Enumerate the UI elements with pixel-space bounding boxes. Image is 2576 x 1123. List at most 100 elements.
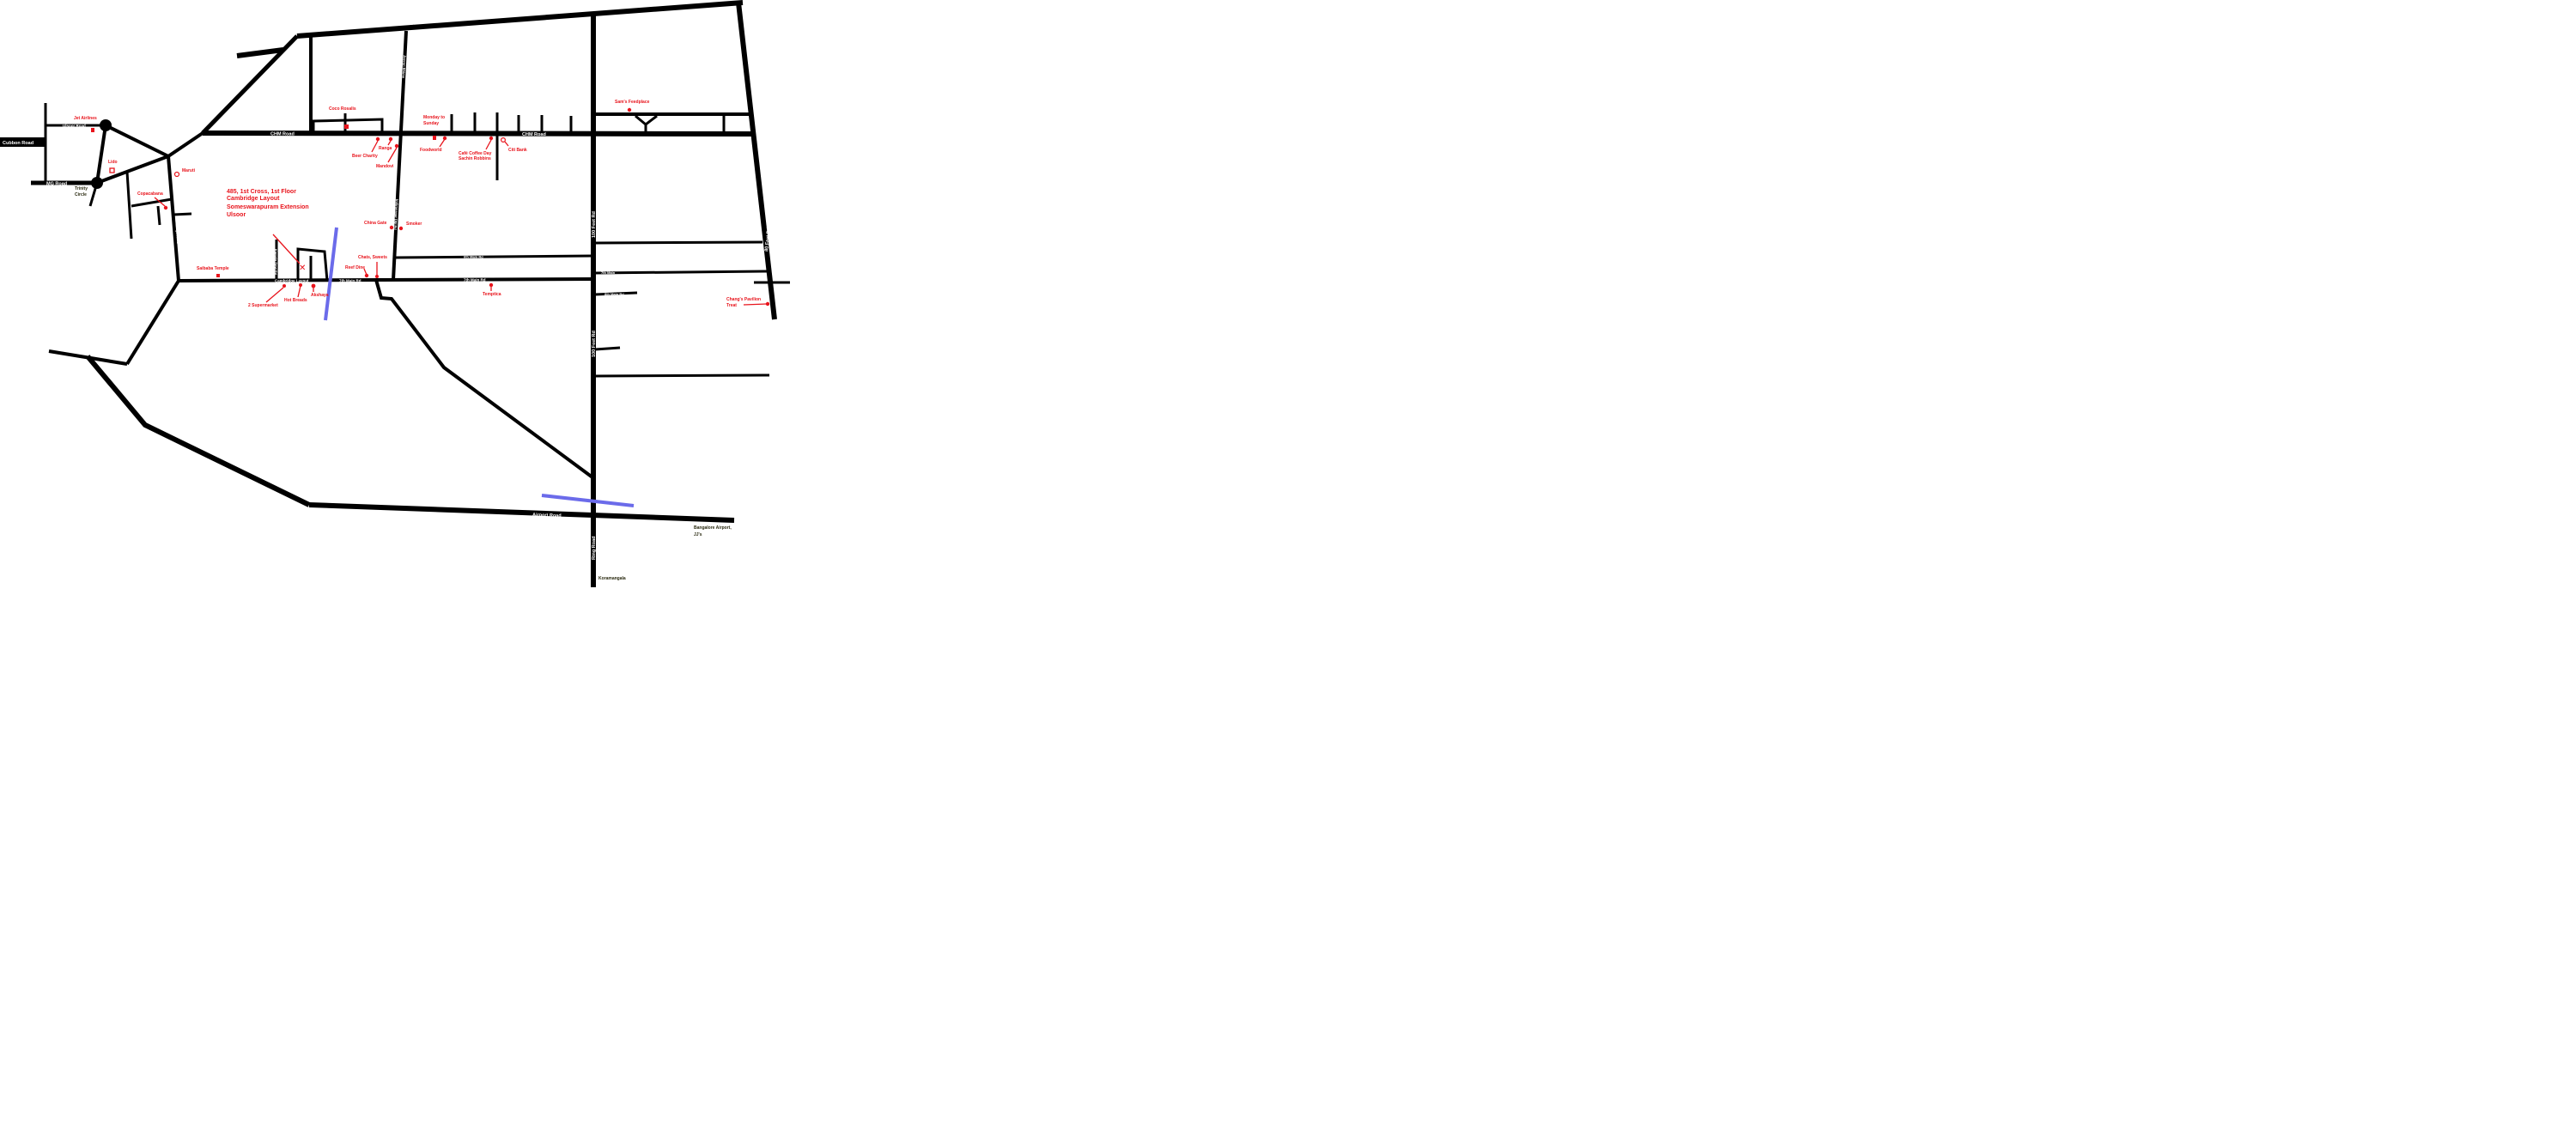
road-copa-spur-2[interactable] <box>131 197 173 208</box>
poi-temptica[interactable]: Temptica <box>483 292 501 297</box>
label-7th-main-a: 7th Main Rd <box>339 279 361 283</box>
jet-airlines-marker-icon <box>91 128 94 132</box>
road-chm[interactable] <box>202 131 753 137</box>
road-copa-spur[interactable] <box>125 171 133 240</box>
beer-charity-marker-icon <box>375 137 380 142</box>
poi-chats-sweets[interactable]: Chats, Sweets <box>358 255 387 260</box>
copacabana-leader <box>154 197 166 207</box>
cubbon-label-bg <box>0 137 46 147</box>
poi-hot-breads[interactable]: Hot Breads <box>284 298 307 303</box>
temptica-marker-icon <box>489 282 494 288</box>
lido-marker-icon <box>109 167 115 173</box>
road-old-madras[interactable] <box>296 0 744 39</box>
poi-sams-feedplace[interactable]: Sam's Feedplace <box>615 100 650 105</box>
road-cambridge-stub[interactable] <box>173 212 192 216</box>
place-trinity-1: Trinity <box>75 186 88 191</box>
points-of-interest: Jet Airlines Lido Maruti Copacabana Coco… <box>74 100 770 308</box>
label-80ft: 80 Feet Rd <box>764 228 772 252</box>
label-100ft-top: 100 Feet Rd <box>592 211 597 238</box>
poi-smoker[interactable]: Smoker <box>406 222 422 227</box>
road-copa-stub[interactable] <box>156 205 161 226</box>
poi-copacabana[interactable]: Copacabana <box>137 191 163 197</box>
road-addr-box[interactable] <box>296 247 329 282</box>
poi-beer-charity[interactable]: Beer Charity <box>352 154 378 159</box>
place-bangalore-airport-2: JJ's <box>694 532 702 537</box>
road-80-feet[interactable] <box>736 2 777 320</box>
road-right-8th[interactable] <box>594 291 638 296</box>
cafe-marker-icon <box>489 136 494 141</box>
changs-marker-icon <box>765 301 770 307</box>
hot-breads-marker-icon <box>299 283 302 287</box>
address-line-3: Someswarapuram Extension <box>227 204 309 210</box>
road-sam-fork[interactable] <box>635 114 658 126</box>
poi-changs-2[interactable]: Treat <box>726 303 737 308</box>
poi-monday-sunday-1[interactable]: Monday to <box>423 115 445 120</box>
supermarket-leader <box>265 287 284 303</box>
poi-maruti[interactable]: Maruti <box>182 168 196 173</box>
poi-lido[interactable]: Lido <box>108 160 118 165</box>
road-junction-link[interactable] <box>167 131 204 158</box>
citi-bank-leader <box>504 141 509 147</box>
label-7th-main-b: 7th Main Rd <box>464 278 486 282</box>
road-airport[interactable] <box>308 502 735 523</box>
poi-monday-sunday-2[interactable]: Sunday <box>423 121 439 126</box>
foodworld-marker-icon <box>442 136 447 141</box>
address-line-1: 485, 1st Cross, 1st Floor <box>227 189 296 195</box>
address-leader-line <box>272 234 301 264</box>
label-6th-main: 6th Main Rd <box>464 255 483 259</box>
label-chm-2: CHM Road <box>522 132 546 137</box>
road-6th-main[interactable] <box>395 254 593 259</box>
road-trinity-ne[interactable] <box>105 124 169 158</box>
road-vertical-mid[interactable] <box>392 30 408 281</box>
road-coco-box[interactable] <box>312 118 384 133</box>
road-diagonal-se[interactable] <box>374 279 594 479</box>
coco-rosalis-marker-icon <box>344 124 349 129</box>
poi-saibaba-temple[interactable]: Saibaba Temple <box>197 266 229 271</box>
road-right-7th[interactable] <box>594 270 769 275</box>
supermarket-marker-icon <box>283 284 286 288</box>
road-trinity-link[interactable] <box>95 124 107 184</box>
road-south-loop[interactable] <box>85 355 311 507</box>
railway-line-north <box>324 227 338 321</box>
poi-cafe-coffee-day-2[interactable]: Sachin Robbins <box>459 156 491 161</box>
road-right-1[interactable] <box>594 240 763 245</box>
junction-ulsoor <box>100 119 112 131</box>
road-diagonal-nw[interactable] <box>201 34 299 135</box>
reef-dine-leader <box>363 268 368 276</box>
poi-citi-bank[interactable]: Citi Bank <box>508 148 527 153</box>
road-cambridge[interactable] <box>167 155 180 282</box>
railway-line-south <box>541 494 635 507</box>
poi-coco-rosalis[interactable]: Coco Rosalis <box>329 106 356 112</box>
road-old-madras-stub[interactable] <box>236 47 284 58</box>
road-right-long[interactable] <box>594 373 770 378</box>
poi-reef-dine[interactable]: Reef Dine <box>345 265 365 270</box>
poi-supermarket[interactable]: 2 Supermarket <box>248 303 278 308</box>
poi-jet-airlines[interactable]: Jet Airlines <box>74 116 97 121</box>
label-ulsoor: Ulsoor Road <box>63 124 86 128</box>
road-7th-main[interactable] <box>178 277 596 282</box>
label-cross-left: Kamala Devi Rd <box>274 249 278 276</box>
poi-china-gate[interactable]: China Gate <box>364 221 387 226</box>
copacabana-marker-icon <box>163 205 168 210</box>
destination-marker-icon[interactable]: ✕ <box>299 264 306 273</box>
address-line-4: Ulsoor <box>227 212 246 218</box>
label-cross-right: Rly Rd <box>325 247 331 259</box>
maruti-marker-icon <box>173 171 180 178</box>
place-bangalore-airport-1: Bangalore Airport, <box>694 525 732 531</box>
poi-ranga[interactable]: Ranga <box>379 146 392 151</box>
city-map: Old Madras Road CHM Road CHM Road Cubbon… <box>0 0 790 587</box>
road-right-stub[interactable] <box>594 346 621 351</box>
label-vertical-mid-2: Indiranagar Dbl Rd <box>393 199 399 231</box>
poi-akshaya[interactable]: Akshaya <box>311 293 329 298</box>
road-network <box>0 0 790 587</box>
poi-mandovi[interactable]: Mandovi <box>376 164 394 169</box>
road-cambridge-south[interactable] <box>125 279 180 366</box>
label-chm-1: CHM Road <box>270 132 295 137</box>
poi-changs-1[interactable]: Chang's Pavilion <box>726 297 761 302</box>
destination[interactable]: ✕ 485, 1st Cross, 1st Floor Cambridge La… <box>227 189 309 273</box>
road-trinity-e[interactable] <box>96 155 169 185</box>
label-airport: Airport Road <box>532 513 562 519</box>
label-old-madras: Old Madras Road <box>409 21 455 31</box>
poi-cafe-coffee-day-1[interactable]: Café Coffee Day <box>459 151 492 156</box>
poi-foodworld[interactable]: Foodworld <box>420 148 442 153</box>
